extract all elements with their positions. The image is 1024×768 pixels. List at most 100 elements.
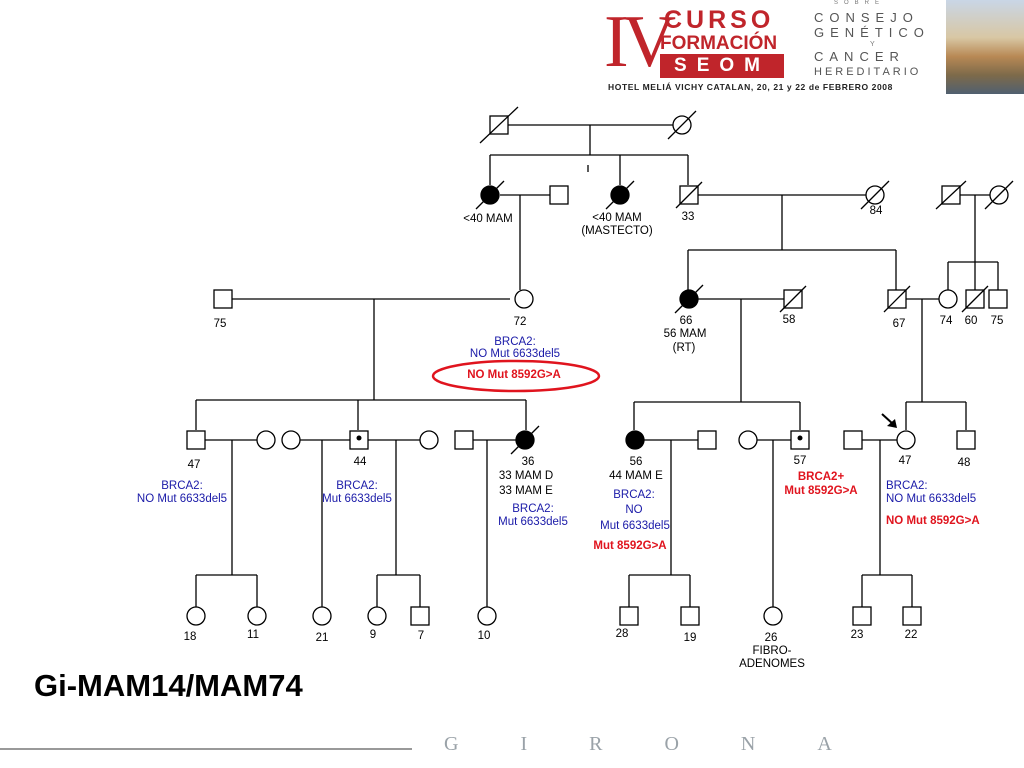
deceased-slash [479,106,519,144]
female-affected-symbol [625,430,645,450]
deceased-slash [961,285,989,313]
label: 58 [782,314,796,326]
male-symbol [902,606,922,626]
formacion-text: FORMACIÓN [660,33,778,54]
label: 33 MAM D [498,470,554,482]
label: NO Mut 6633del5 [469,348,561,360]
deceased-slash [475,180,505,210]
male-symbol [410,606,430,626]
label: 75 [213,318,227,330]
deceased-slash [510,425,540,455]
deceased-slash [935,180,967,210]
label: 84 [869,205,883,217]
label: 56 [629,456,643,468]
label: NO Mut 8592G>A [467,369,561,381]
label: Mut 6633del5 [322,493,392,505]
carrier-dot [356,435,362,441]
highlight-ellipse [431,359,601,393]
label: NO Mut 6633del5 [136,493,228,505]
deceased-slash [883,285,911,313]
male-symbol [988,289,1008,309]
female-symbol [514,289,534,309]
label: 67 [892,318,906,330]
female-symbol [281,430,301,450]
genetico-text: GENÉTICO [814,25,930,40]
label: 47 [187,459,201,471]
y-text: Y [870,41,875,48]
label: 19 [683,632,697,644]
label: 33 [681,211,695,223]
label: 22 [904,629,918,641]
label: 9 [369,629,377,641]
consejo-text: CONSEJO [814,10,919,25]
male-symbol [680,606,700,626]
label: 21 [315,632,329,644]
label: Mut 6633del5 [600,520,670,532]
seom-logo: SEOM [660,54,784,78]
label: BRCA2: [494,336,536,348]
label: FIBRO- [752,645,792,657]
label: 44 MAM E [609,470,663,482]
male-symbol [619,606,639,626]
female-proband-symbol [896,430,916,450]
label: 60 [964,315,978,327]
label: 33 MAM E [499,485,553,497]
deceased-slash [984,180,1014,210]
label: <40 MAM [463,213,513,225]
label: (MASTECTO) [581,225,653,237]
hereditario-text: HEREDITARIO [814,66,922,78]
label: 72 [513,316,527,328]
label: 47 [898,455,912,467]
male-symbol [697,430,717,450]
label: 10 [477,630,491,642]
label: 11 [247,629,259,641]
curso-text: CURSO [664,6,775,34]
label: 44 [353,456,367,468]
label: 28 [615,628,629,640]
female-symbol [367,606,387,626]
deceased-slash [779,285,807,313]
sobre-text: SOBRE [834,0,886,6]
deceased-slash [675,181,703,209]
label: 57 [793,455,807,467]
label: BRCA2: [613,489,655,501]
label: 48 [957,457,971,469]
female-symbol [419,430,439,450]
course-header: IV CURSO FORMACIÓN SEOM HOTEL MELIÁ VICH… [598,0,1024,98]
label: BRCA2: [336,480,378,492]
male-symbol [454,430,474,450]
label: NO [625,504,643,516]
page-title: Gi-MAM14/MAM74 [34,668,303,703]
label: 23 [850,629,864,641]
proband-arrow-icon [881,413,897,428]
label: Mut 8592G>A [784,485,858,497]
female-symbol [186,606,206,626]
label: 75 [990,315,1004,327]
label: Mut 8592G>A [593,540,667,552]
label: 74 [939,315,953,327]
male-symbol [843,430,863,450]
footer-divider [0,748,412,750]
female-symbol [763,606,783,626]
hotel-line: HOTEL MELIÁ VICHY CATALAN, 20, 21 y 22 d… [608,82,893,92]
deceased-slash [860,180,890,210]
deceased-slash [667,110,697,140]
label: BRCA2+ [797,471,845,483]
footer-girona: GIRONA [444,733,894,755]
male-symbol [549,185,569,205]
female-symbol [256,430,276,450]
label: 36 [521,456,535,468]
label: NO Mut 8592G>A [886,515,980,527]
girona-photo [946,0,1024,94]
label: (RT) [672,342,696,354]
label: 66 [679,315,693,327]
label: Mut 6633del5 [498,516,568,528]
cancer-text: CANCER [814,49,905,64]
label: ADENOMES [739,658,805,670]
label: 26 [764,632,778,644]
label: 56 MAM [663,328,707,340]
deceased-slash [605,180,635,210]
label: BRCA2: [886,480,928,492]
